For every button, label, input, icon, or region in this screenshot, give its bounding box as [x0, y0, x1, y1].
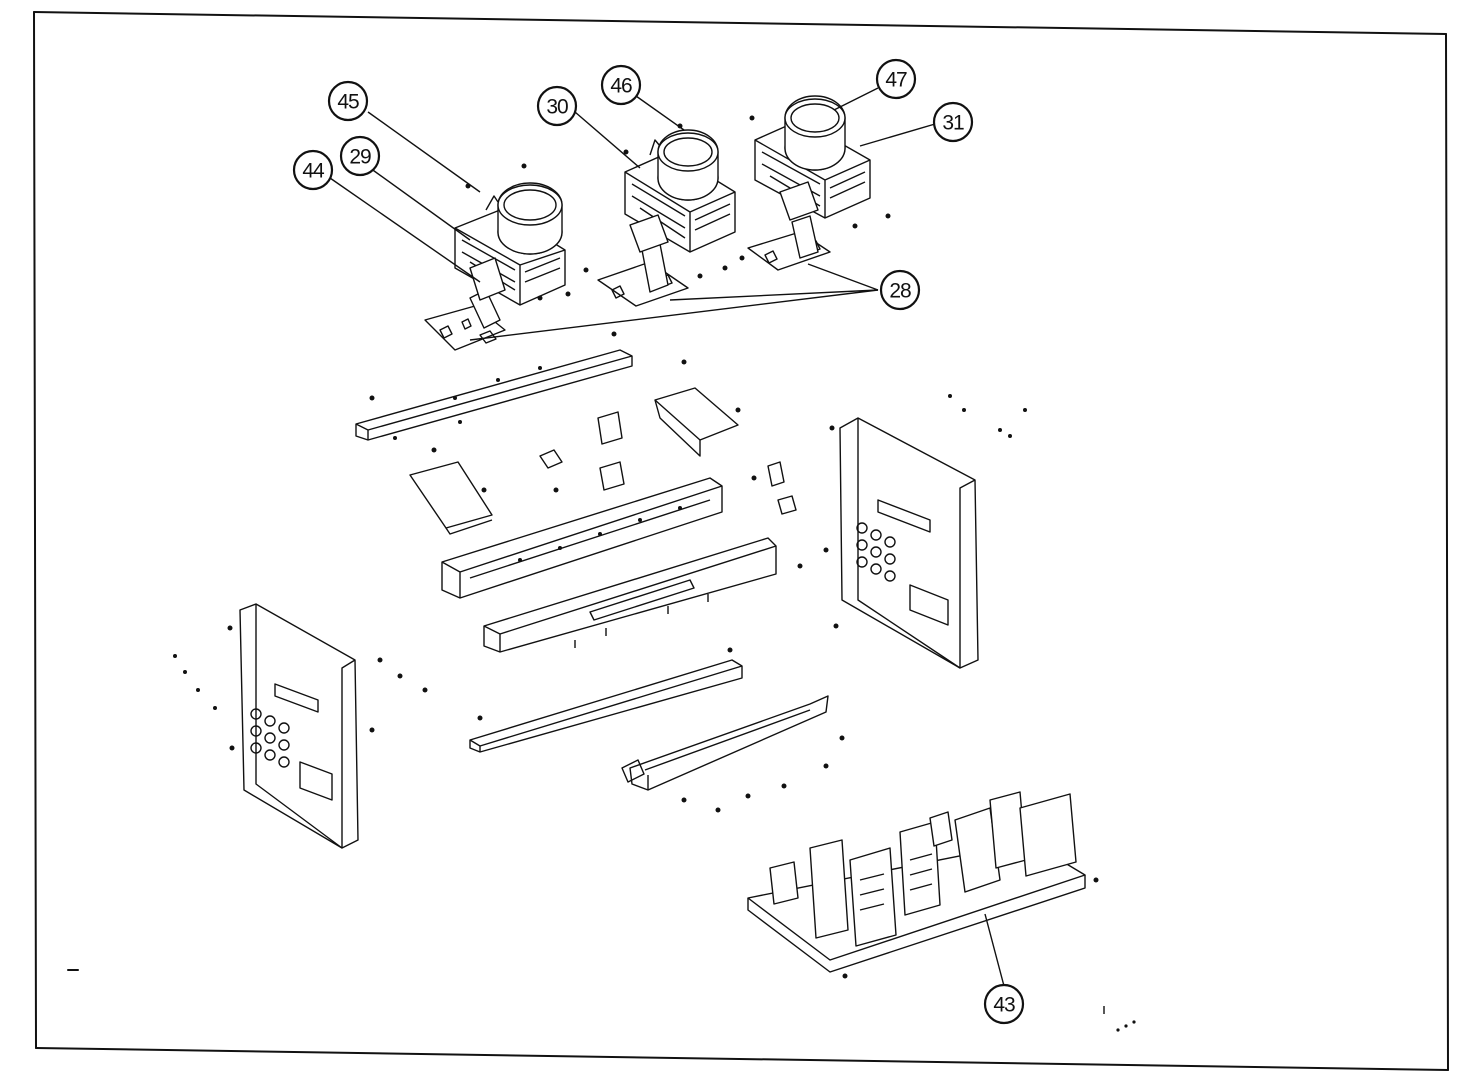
- callout-30: 30: [536, 85, 578, 127]
- callout-44-label: 44: [302, 160, 325, 183]
- brackets-center: [409, 359, 797, 535]
- callout-47: 47: [875, 58, 917, 100]
- callout-46-label: 46: [610, 75, 632, 98]
- right-side-panel: [829, 394, 1027, 669]
- bottom-rail: [469, 647, 743, 753]
- leader-lines: [329, 87, 1005, 987]
- control-board-assembly: [747, 791, 1099, 979]
- callout-43-label: 43: [993, 994, 1015, 1017]
- callout-31: 31: [932, 101, 974, 143]
- left-side-panel: [173, 603, 428, 849]
- callout-28-label: 28: [889, 280, 911, 303]
- callout-45: 45: [327, 80, 369, 122]
- callout-28: 28: [879, 269, 921, 311]
- callout-30-label: 30: [546, 96, 568, 119]
- motor-assembly-middle: [597, 123, 745, 307]
- motor-assembly-left: [424, 163, 589, 351]
- callout-43: 43: [983, 983, 1025, 1025]
- callout-44: 44: [292, 149, 334, 191]
- page-frame: [33, 11, 1449, 1071]
- callout-29: 29: [339, 135, 381, 177]
- bottom-bracket: [621, 695, 845, 813]
- motor-assembly-right: [747, 95, 891, 271]
- callout-31-label: 31: [942, 112, 964, 135]
- lower-front-panel: [483, 537, 829, 653]
- loose-marks: [1103, 1006, 1136, 1032]
- callout-47-label: 47: [885, 69, 907, 92]
- callout-29-label: 29: [349, 146, 371, 169]
- callout-45-label: 45: [337, 91, 359, 114]
- callout-46: 46: [600, 64, 642, 106]
- front-channel: [441, 477, 723, 599]
- top-rail: [355, 331, 633, 441]
